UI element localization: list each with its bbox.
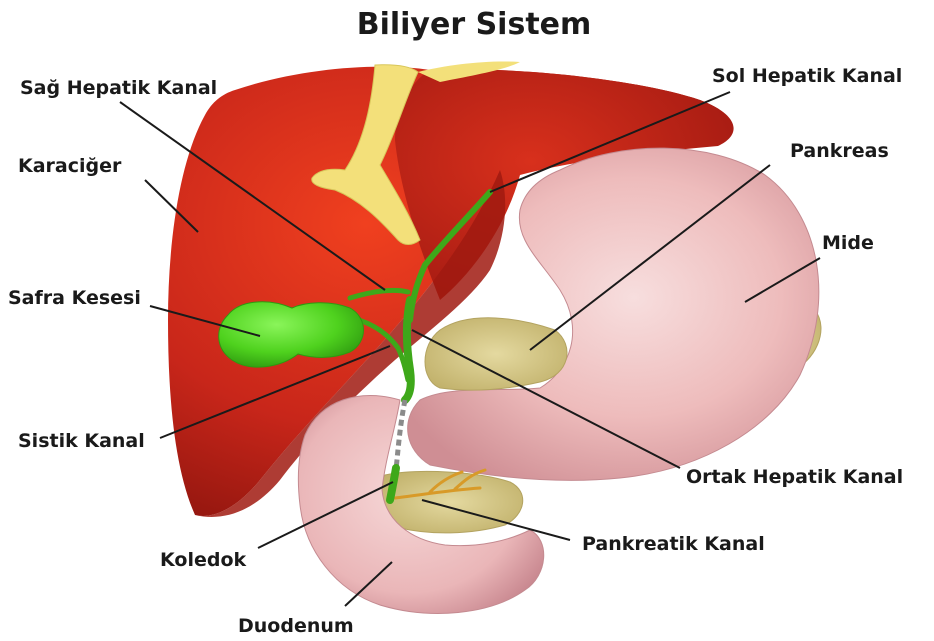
pancreas-body — [425, 318, 567, 390]
label-pankreatik-kanal: Pankreatik Kanal — [582, 533, 765, 555]
pancreas-head — [380, 471, 523, 532]
label-mide: Mide — [822, 232, 874, 254]
label-duodenum: Duodenum — [238, 615, 354, 637]
common-hepatic-duct — [405, 300, 411, 400]
label-ortak-hepatik-kanal: Ortak Hepatik Kanal — [686, 466, 903, 488]
label-sistik-kanal: Sistik Kanal — [18, 430, 145, 452]
label-sol-hepatik-kanal: Sol Hepatik Kanal — [712, 65, 902, 87]
label-safra-kesesi: Safra Kesesi — [8, 287, 141, 309]
label-karaciger: Karaciğer — [18, 155, 122, 177]
label-pankreas: Pankreas — [790, 140, 889, 162]
label-koledok: Koledok — [160, 549, 246, 571]
label-sag-hepatik-kanal: Sağ Hepatik Kanal — [20, 77, 217, 99]
diagram-title: Biliyer Sistem — [357, 7, 592, 42]
